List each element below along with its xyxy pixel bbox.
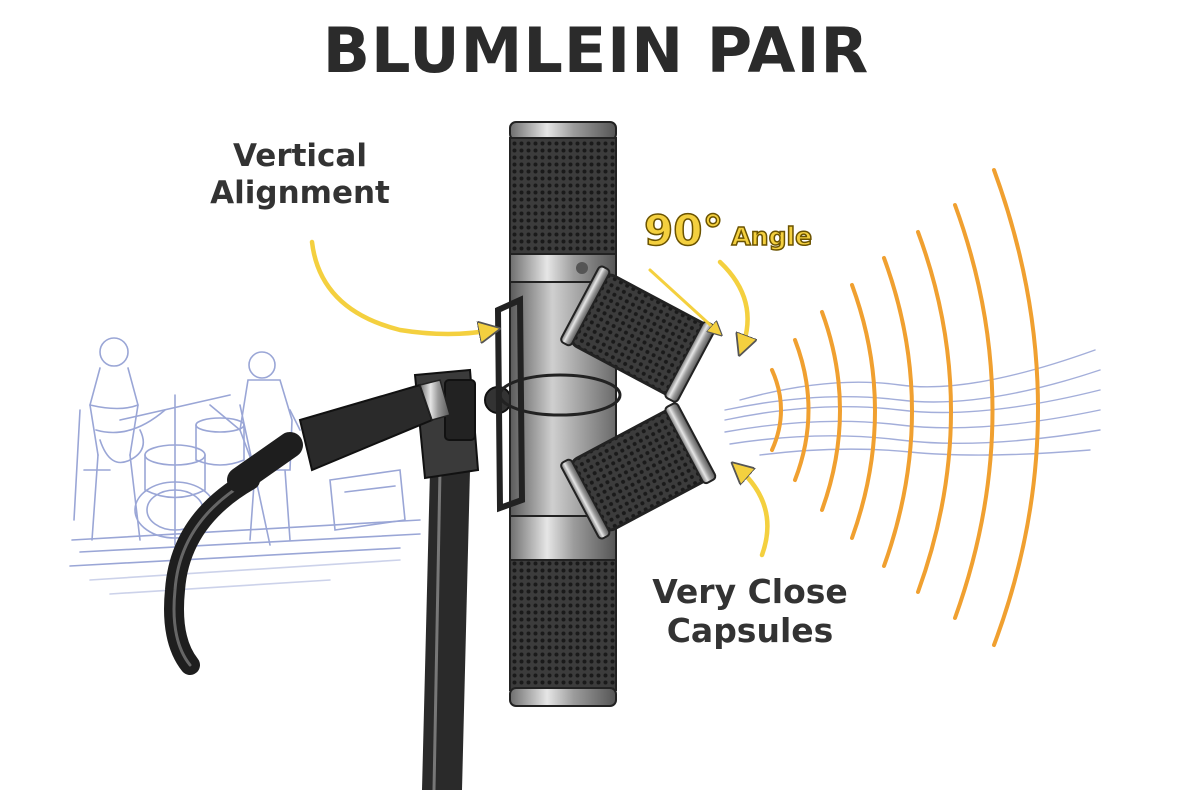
band-sketch: [69, 337, 421, 595]
sound-waves: [724, 168, 1101, 647]
diagram-title: BLUMLEIN PAIR: [322, 14, 870, 87]
angle-label: 90°Angle: [643, 205, 813, 256]
vertical-alignment-arrow: [309, 239, 492, 334]
xlr-cable: [164, 379, 451, 675]
angle-arrow: [717, 259, 748, 348]
angle-value: 90°: [643, 205, 724, 256]
vertical-alignment-label: Vertical Alignment: [210, 138, 390, 211]
capsules-arrow: [738, 468, 770, 558]
angle-measure-line: [648, 268, 718, 332]
annotation-arrows: [309, 239, 770, 558]
angle-word: Angle: [731, 221, 813, 252]
microphone: [494, 121, 717, 707]
capsules-label: Very Close Capsules: [652, 572, 848, 650]
